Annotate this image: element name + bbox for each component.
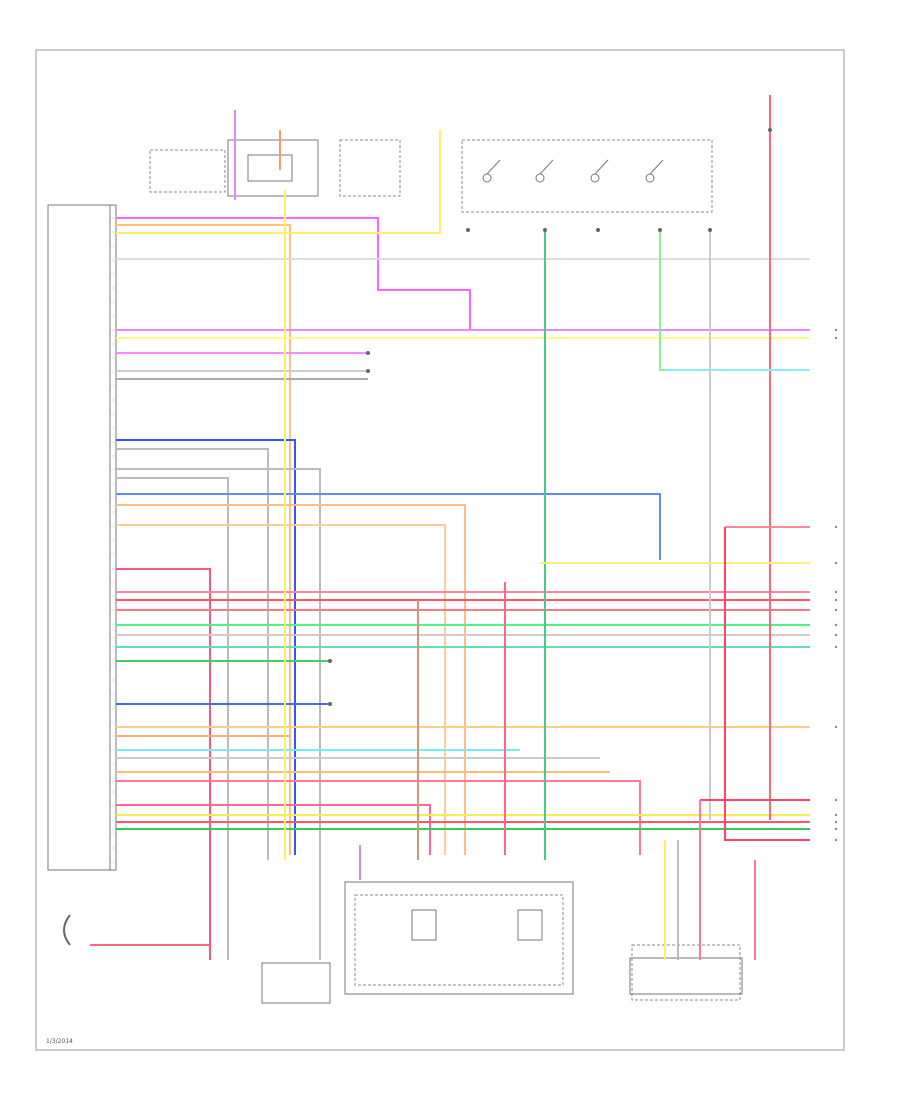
relay-box-left (149, 149, 226, 193)
wire-red-vert-right (724, 527, 810, 841)
solenoid-b (517, 909, 543, 941)
relay-coil (247, 154, 293, 182)
diagram-frame (35, 49, 845, 1051)
top-components (149, 139, 713, 213)
wires-vertical (234, 95, 810, 960)
wire-grey-a (116, 448, 269, 860)
fuse-switches (482, 159, 664, 183)
solenoid-a (411, 909, 437, 941)
wire-orange-top (116, 224, 291, 855)
wire-red-a (116, 568, 211, 960)
pcm-connector (47, 204, 117, 871)
sensor-box-right (629, 957, 743, 995)
sensor-dash-right (631, 944, 741, 1001)
wire-grey-c (116, 477, 229, 960)
solenoid-box (354, 894, 564, 986)
wire-lightgreen-vert (659, 230, 810, 371)
wire-grey-b (116, 468, 321, 960)
relay-box-main (227, 139, 319, 197)
wire-red-d (116, 780, 641, 855)
wire-yellow-top (116, 130, 441, 234)
wire-blue-long (116, 493, 661, 560)
wire-tan-a (116, 504, 466, 855)
wire-blue-bold (116, 439, 296, 855)
wires-horizontal (90, 130, 810, 960)
speed-sensor-left (63, 914, 71, 946)
wire-pink-top (116, 217, 810, 331)
edge-arrows (834, 328, 838, 842)
wire-pink-c (116, 804, 431, 855)
transmission-control-box (344, 881, 574, 995)
bottom-components (63, 881, 743, 1004)
page-label: 1/3/2014 (46, 1038, 73, 1045)
splice-points (328, 128, 772, 706)
pcm-pin-ticks (110, 217, 116, 863)
wire-tan-b (116, 524, 446, 855)
fuse-panel-top-right (461, 139, 713, 213)
module-box-center (261, 962, 331, 1004)
transmission-relay-box (339, 139, 401, 197)
